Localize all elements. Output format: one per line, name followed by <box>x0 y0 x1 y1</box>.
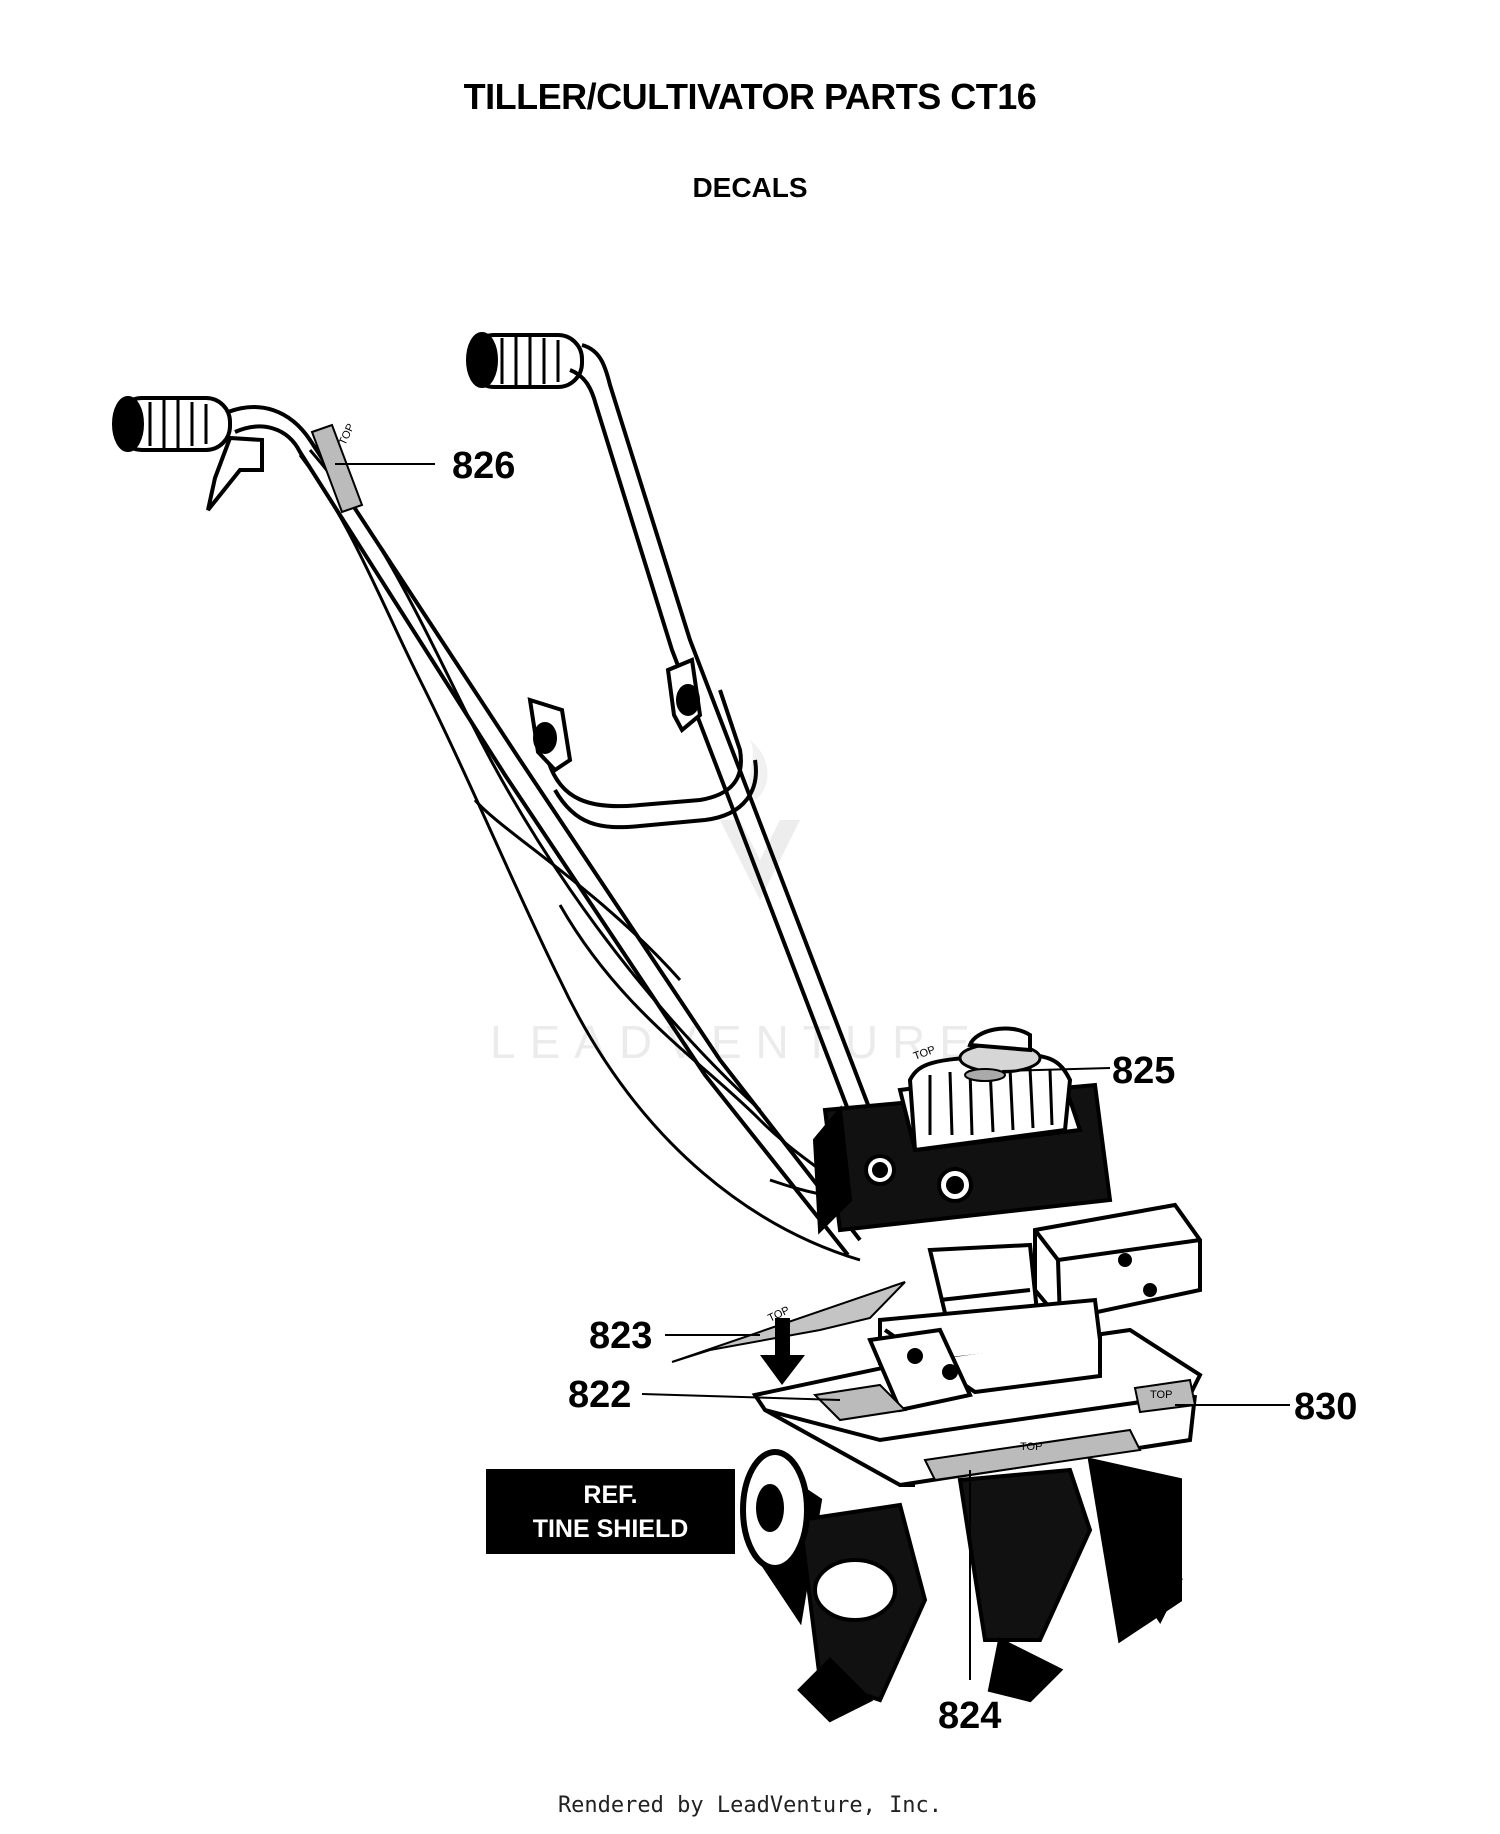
decal-830-top-mark: TOP <box>1150 1389 1172 1401</box>
decal-826-top-mark: TOP <box>337 422 357 447</box>
install-arrow <box>760 1318 805 1385</box>
callout-824: 824 <box>938 1695 1001 1737</box>
callout-826: 826 <box>452 445 515 487</box>
handle-knobs <box>527 657 703 773</box>
watermark-logo: LEADVENTURE <box>490 740 984 1068</box>
throttle-lever <box>206 435 264 512</box>
watermark-text: LEADVENTURE <box>490 1016 984 1068</box>
callout-822: 822 <box>568 1374 631 1416</box>
callout-830: 830 <box>1294 1386 1357 1428</box>
callout-823: 823 <box>589 1315 652 1357</box>
ref-tine-shield-label: REF. TINE SHIELD <box>486 1469 735 1554</box>
ref-line-2: TINE SHIELD <box>532 1514 689 1543</box>
tines <box>740 1449 1183 1723</box>
callout-825: 825 <box>1112 1050 1175 1092</box>
decal-822 <box>812 1383 908 1422</box>
page-subtitle: DECALS <box>692 172 808 203</box>
decal-824-top-mark: TOP <box>1020 1441 1042 1453</box>
handlebar-frame <box>227 343 891 1262</box>
ref-line-1: REF. <box>583 1480 638 1509</box>
render-credit: Rendered by LeadVenture, Inc. <box>557 1793 943 1818</box>
page-title: TILLER/CULTIVATOR PARTS CT16 <box>463 76 1037 117</box>
right-grip <box>466 332 584 389</box>
decal-826: TOP <box>310 422 364 514</box>
leader-lines <box>335 463 1290 1680</box>
decal-824: TOP <box>923 1428 1142 1482</box>
left-grip <box>112 396 232 452</box>
